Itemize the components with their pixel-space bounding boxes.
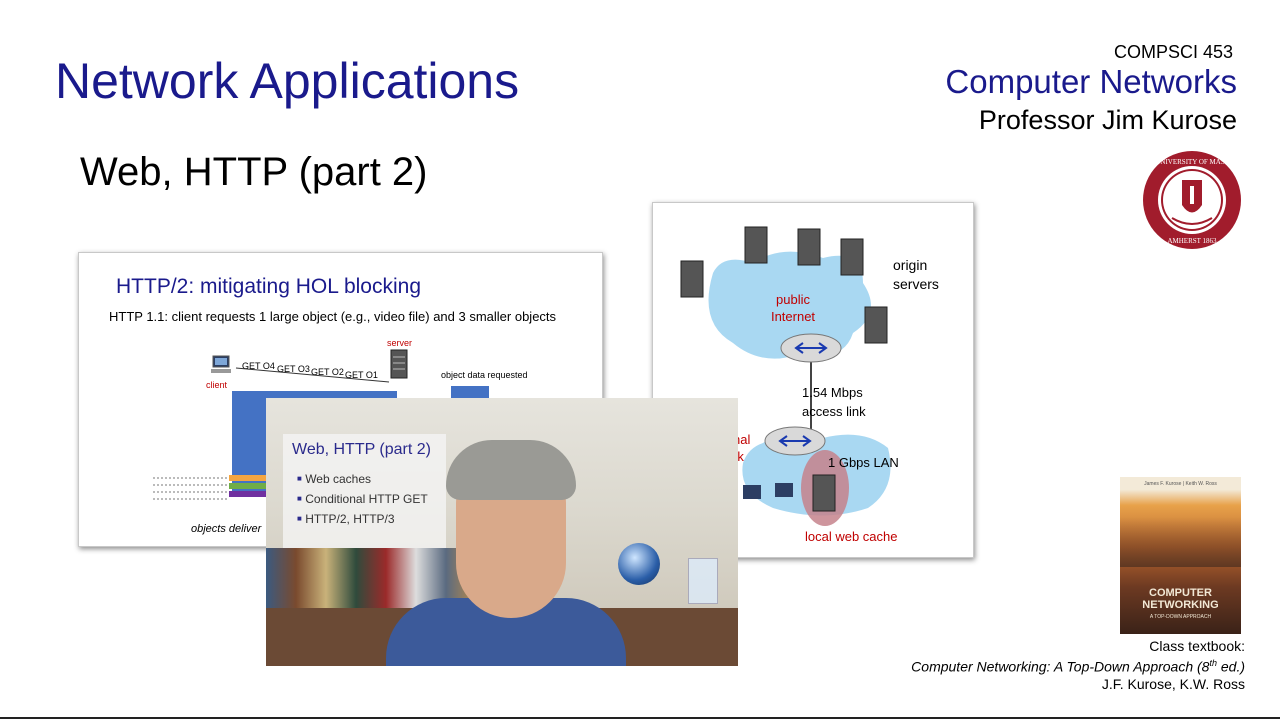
- public-internet-label: public Internet: [770, 292, 816, 324]
- lecture-video[interactable]: Web, HTTP (part 2) ■ Web caches ■ Condit…: [266, 398, 738, 666]
- course-code: COMPSCI 453: [1113, 42, 1233, 62]
- glass-globe: [618, 543, 660, 585]
- get-label: GET O3: [277, 364, 310, 374]
- page-title: Network Applications: [55, 53, 520, 109]
- textbook-caption: Class textbook: Computer Networking: A T…: [911, 638, 1245, 693]
- object-data-label: object data requested: [441, 370, 528, 380]
- textbook-cover-image: James F. Kurose | Keith W. Ross COMPUTER…: [1120, 477, 1241, 634]
- overlay-item: ■ Web caches: [297, 472, 371, 486]
- caption-label: Class textbook:: [1149, 638, 1245, 654]
- get-label: GET O1: [345, 370, 378, 380]
- bullet-icon: ■: [297, 474, 302, 483]
- cover-subtitle: A TOP-DOWN APPROACH: [1149, 614, 1212, 620]
- cover-authors: James F. Kurose | Keith W. Ross: [1144, 481, 1217, 487]
- client-label: client: [206, 380, 228, 390]
- server-icon: [390, 349, 408, 379]
- course-name: Computer Networks: [945, 63, 1237, 100]
- glass-award: [688, 558, 718, 604]
- get-label: GET O2: [311, 367, 344, 377]
- client-computer-icon: [211, 355, 231, 373]
- origin-servers-label: origin servers: [893, 257, 939, 292]
- objects-delivered-label: objects deliver: [191, 523, 262, 535]
- bullet-icon: ■: [297, 494, 302, 503]
- network-diagram: [680, 226, 891, 526]
- caption-book-title: Computer Networking: A Top-Down Approach…: [911, 658, 1245, 675]
- cover-title-line: NETWORKING: [1142, 599, 1219, 611]
- request-arrow: [235, 367, 390, 383]
- lecture-subtitle: Web, HTTP (part 2): [80, 150, 428, 194]
- professor-name: Professor Jim Kurose: [978, 105, 1237, 135]
- cover-title-line: COMPUTER: [1149, 587, 1212, 599]
- overlay-item: ■ Conditional HTTP GET: [297, 492, 428, 506]
- speaker-hair: [446, 440, 576, 500]
- lan-label: 1 Gbps LAN: [828, 455, 899, 470]
- local-web-cache-label: local web cache: [805, 529, 898, 544]
- slide-hol-text: HTTP 1.1: client requests 1 large object…: [109, 309, 557, 324]
- slide-hol-heading: HTTP/2: mitigating HOL blocking: [116, 275, 422, 298]
- server-label: server: [387, 338, 413, 348]
- small-object-bar: [229, 475, 269, 481]
- bullet-icon: ■: [297, 514, 302, 523]
- svg-text:UNIVERSITY OF MASS: UNIVERSITY OF MASS: [1155, 158, 1228, 166]
- access-link-label: 1.54 Mbps access link: [802, 385, 866, 419]
- small-object-bar: [229, 491, 269, 497]
- overlay-item: ■ HTTP/2, HTTP/3: [297, 512, 395, 526]
- delivery-arrows: [153, 477, 229, 500]
- small-object-bar: [229, 483, 269, 489]
- caption-authors: J.F. Kurose, K.W. Ross: [1101, 675, 1245, 692]
- get-label: GET O4: [242, 361, 275, 371]
- bottom-divider: [0, 717, 1280, 719]
- university-seal-logo: UNIVERSITY OF MASS AMHERST 1863: [1143, 151, 1241, 249]
- cover-skyline: [1120, 517, 1241, 567]
- topic-overlay-card: Web, HTTP (part 2) ■ Web caches ■ Condit…: [283, 434, 446, 548]
- overlay-title: Web, HTTP (part 2): [292, 441, 431, 458]
- svg-text:AMHERST 1863: AMHERST 1863: [1167, 237, 1217, 245]
